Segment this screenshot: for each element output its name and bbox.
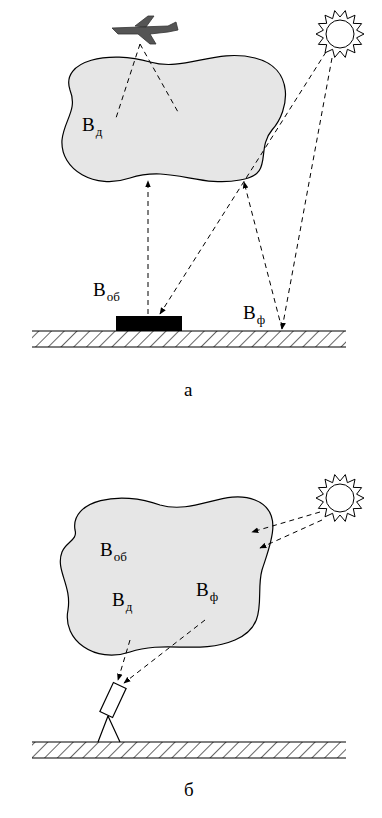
- ground: [32, 331, 346, 347]
- camera: [98, 683, 126, 742]
- brightness-index: об: [114, 550, 127, 563]
- brightness-index: д: [96, 125, 103, 138]
- object: [116, 316, 182, 331]
- brightness-index: д: [126, 600, 133, 613]
- brightness-symbol: В: [82, 115, 95, 134]
- brightness-index: ф: [257, 313, 265, 326]
- brightness-index: ф: [210, 590, 218, 603]
- brightness-symbol: В: [243, 303, 256, 322]
- cloud: [62, 56, 286, 182]
- brightness-symbol: В: [93, 280, 106, 299]
- brightness-symbol: В: [100, 540, 113, 559]
- airplane: [112, 16, 178, 44]
- brightness-symbol: В: [196, 580, 209, 599]
- panel-letter: б: [184, 780, 194, 799]
- sun: [316, 475, 364, 522]
- brightness-symbol: В: [112, 590, 125, 609]
- cloud: [60, 497, 273, 655]
- sun: [316, 11, 364, 58]
- brightness-index: об: [107, 290, 120, 303]
- panel-letter: а: [184, 380, 192, 399]
- ground: [32, 742, 346, 758]
